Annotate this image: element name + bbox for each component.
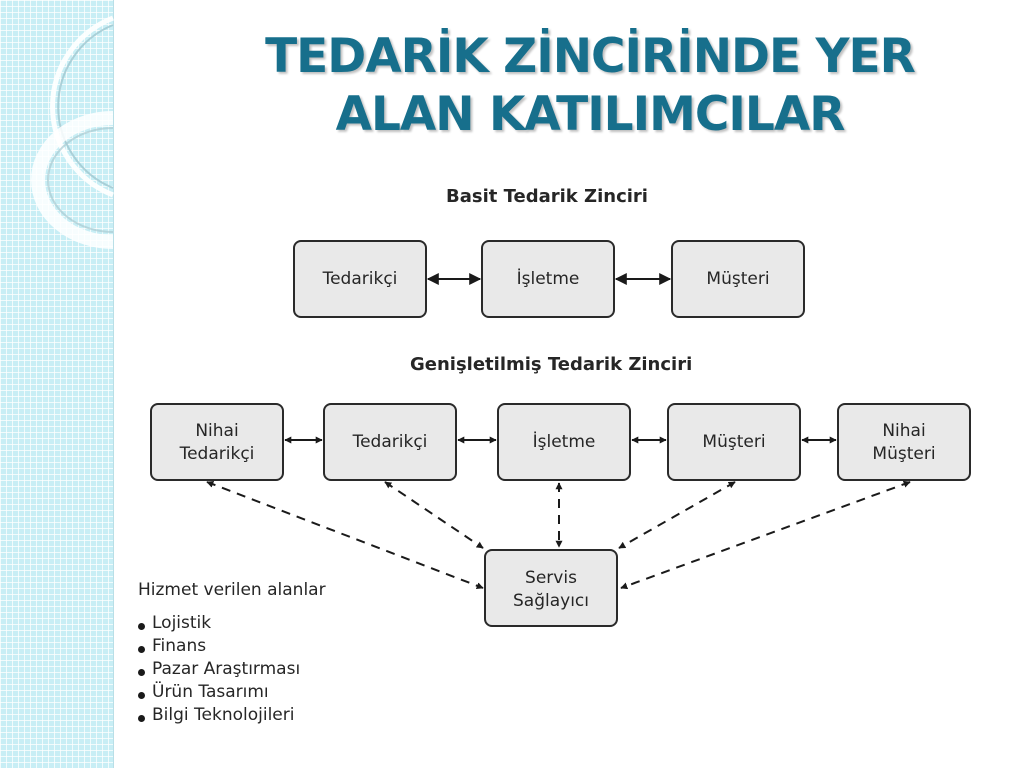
ext-node-nihai-tedarikci-line-1: Nihai: [195, 421, 238, 441]
service-provider-line-1: Servis: [525, 568, 577, 588]
decorative-circles: [31, 15, 114, 249]
service-item-lojistik: Lojistik: [138, 612, 438, 635]
slide-title-line-1: TEDARİK ZİNCİRİNDE YER: [265, 29, 916, 84]
basic-node-musteri: Müşteri: [671, 240, 805, 318]
ext-node-nihai-musteri-line-2: Müşteri: [872, 444, 935, 464]
slide-title: TEDARİK ZİNCİRİNDE YER ALAN KATILIMCILAR: [200, 28, 980, 144]
service-item-urun-tasarimi: Ürün Tasarımı: [138, 681, 438, 704]
slide-title-line-2: ALAN KATILIMCILAR: [335, 87, 846, 142]
ext-node-nihai-tedarikci-line-2: Tedarikçi: [179, 444, 255, 464]
basic-chain-heading: Basit Tedarik Zinciri: [446, 186, 648, 207]
ext-node-tedarikci-label: Tedarikçi: [352, 432, 428, 452]
basic-node-isletme-label: İşletme: [517, 268, 580, 289]
dashed-link-musteri: [618, 481, 736, 549]
basic-node-tedarikci-label: Tedarikçi: [322, 269, 398, 289]
service-provider-line-2: Sağlayıcı: [513, 591, 589, 611]
services-heading: Hizmet verilen alanlar: [138, 580, 326, 600]
service-item-finans: Finans: [138, 635, 438, 658]
services-list: Lojistik Finans Pazar Araştırması Ürün T…: [138, 612, 438, 727]
dashed-link-nihai-tedarikci: [206, 480, 484, 590]
extended-chain-heading: Genişletilmiş Tedarik Zinciri: [410, 354, 693, 375]
service-item-bilgi-teknolojileri: Bilgi Teknolojileri: [138, 704, 438, 727]
ext-node-tedarikci: Tedarikçi: [323, 403, 457, 481]
services-panel: Hizmet verilen alanlar Lojistik Finans P…: [138, 580, 438, 727]
ext-node-musteri-label: Müşteri: [702, 432, 765, 452]
dashed-link-tedarikci: [384, 481, 484, 549]
ext-node-isletme: İşletme: [497, 403, 631, 481]
ext-node-isletme-label: İşletme: [533, 431, 596, 452]
service-item-pazar-arastirmasi: Pazar Araştırması: [138, 658, 438, 681]
ext-node-nihai-tedarikci: Nihai Tedarikçi: [150, 403, 284, 481]
ext-node-musteri: Müşteri: [667, 403, 801, 481]
ext-node-nihai-musteri-line-1: Nihai: [882, 421, 925, 441]
ext-node-nihai-musteri: Nihai Müşteri: [837, 403, 971, 481]
basic-node-tedarikci: Tedarikçi: [293, 240, 427, 318]
basic-node-musteri-label: Müşteri: [706, 269, 769, 289]
basic-node-isletme: İşletme: [481, 240, 615, 318]
service-provider-node: Servis Sağlayıcı: [484, 549, 618, 627]
dashed-link-nihai-musteri: [620, 480, 911, 590]
